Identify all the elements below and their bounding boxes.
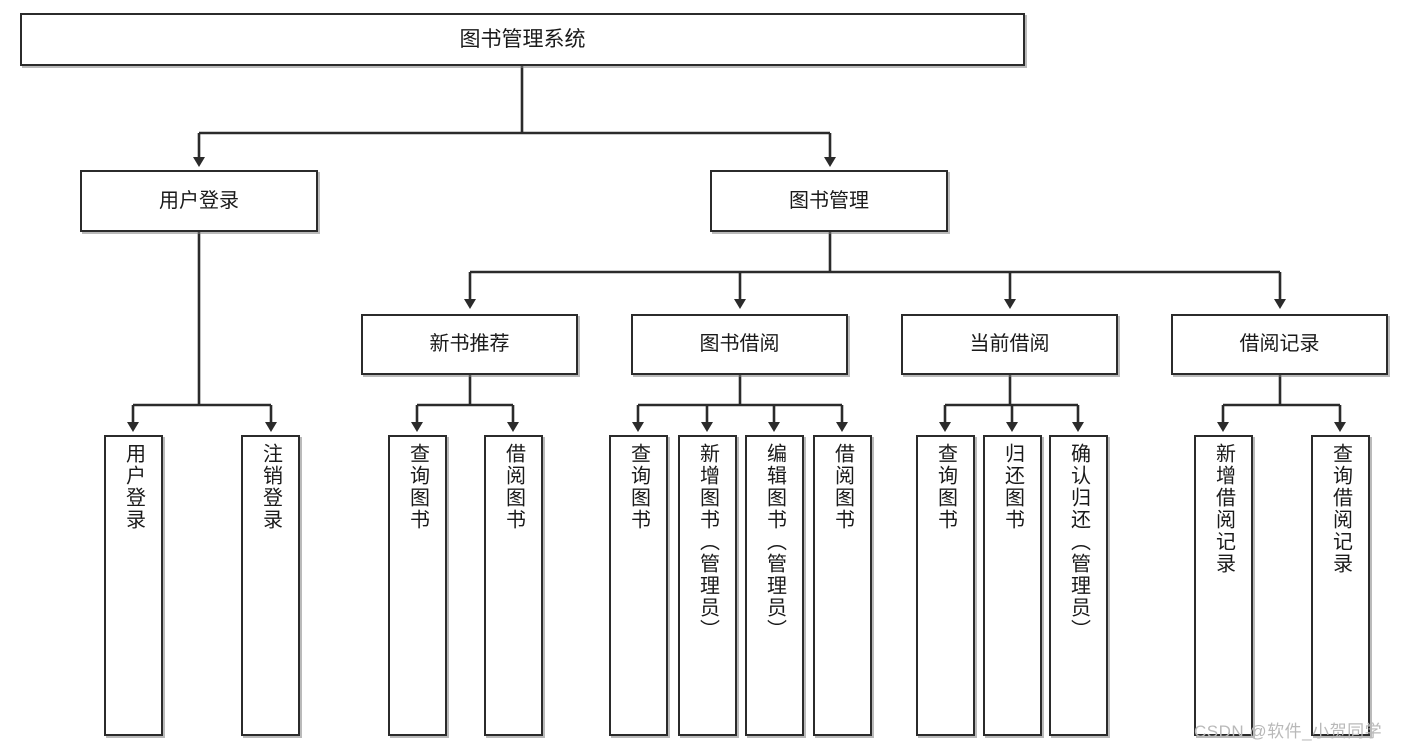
node-borrow-record[interactable]: 借阅记录: [1171, 314, 1388, 375]
leaf-return-book[interactable]: 归还图书: [983, 435, 1042, 736]
leaf-user-login[interactable]: 用户登录: [104, 435, 163, 736]
leaf-query-book-current[interactable]: 查询图书: [916, 435, 975, 736]
node-label: 用户登录: [122, 443, 145, 531]
csdn-watermark: CSDN @软件_小贺同学: [1194, 722, 1383, 741]
leaf-query-book-borrow[interactable]: 查询图书: [609, 435, 668, 736]
leaf-borrow-book[interactable]: 借阅图书: [813, 435, 872, 736]
leaf-confirm-return-admin[interactable]: 确认归还（管理员）: [1049, 435, 1108, 736]
leaf-query-borrow-record[interactable]: 查询借阅记录: [1311, 435, 1370, 736]
leaf-add-borrow-record[interactable]: 新增借阅记录: [1194, 435, 1253, 736]
node-current-borrow[interactable]: 当前借阅: [901, 314, 1118, 375]
leaf-query-book-recommend[interactable]: 查询图书: [388, 435, 447, 736]
node-label: 归还图书: [1001, 443, 1024, 531]
node-book-borrow[interactable]: 图书借阅: [631, 314, 848, 375]
node-label: 借阅图书: [831, 443, 854, 531]
leaf-borrow-book-recommend[interactable]: 借阅图书: [484, 435, 543, 736]
node-label: 图书借阅: [699, 333, 780, 356]
node-root-system[interactable]: 图书管理系统: [20, 13, 1025, 66]
node-label: 查询图书: [627, 443, 650, 531]
node-label: 查询图书: [406, 443, 429, 531]
node-label: 查询借阅记录: [1329, 443, 1352, 575]
node-user-login[interactable]: 用户登录: [80, 170, 318, 232]
leaf-edit-book-admin[interactable]: 编辑图书（管理员）: [745, 435, 804, 736]
node-new-book-recommend[interactable]: 新书推荐: [361, 314, 578, 375]
node-label: 当前借阅: [969, 333, 1050, 356]
node-label: 新书推荐: [429, 333, 510, 356]
node-label: 图书管理系统: [459, 27, 586, 51]
node-label: 注销登录: [259, 443, 282, 531]
node-label: 新增借阅记录: [1212, 443, 1235, 575]
node-label: 借阅图书: [502, 443, 525, 531]
node-label: 借阅记录: [1239, 333, 1320, 356]
leaf-add-book-admin[interactable]: 新增图书（管理员）: [678, 435, 737, 736]
node-label: 新增图书（管理员）: [696, 443, 719, 641]
leaf-logout[interactable]: 注销登录: [241, 435, 300, 736]
node-label: 确认归还（管理员）: [1067, 443, 1090, 641]
node-label: 查询图书: [934, 443, 957, 531]
node-label: 图书管理: [789, 189, 869, 212]
node-label: 用户登录: [159, 189, 239, 212]
node-book-management[interactable]: 图书管理: [710, 170, 948, 232]
node-label: 编辑图书（管理员）: [763, 443, 786, 641]
